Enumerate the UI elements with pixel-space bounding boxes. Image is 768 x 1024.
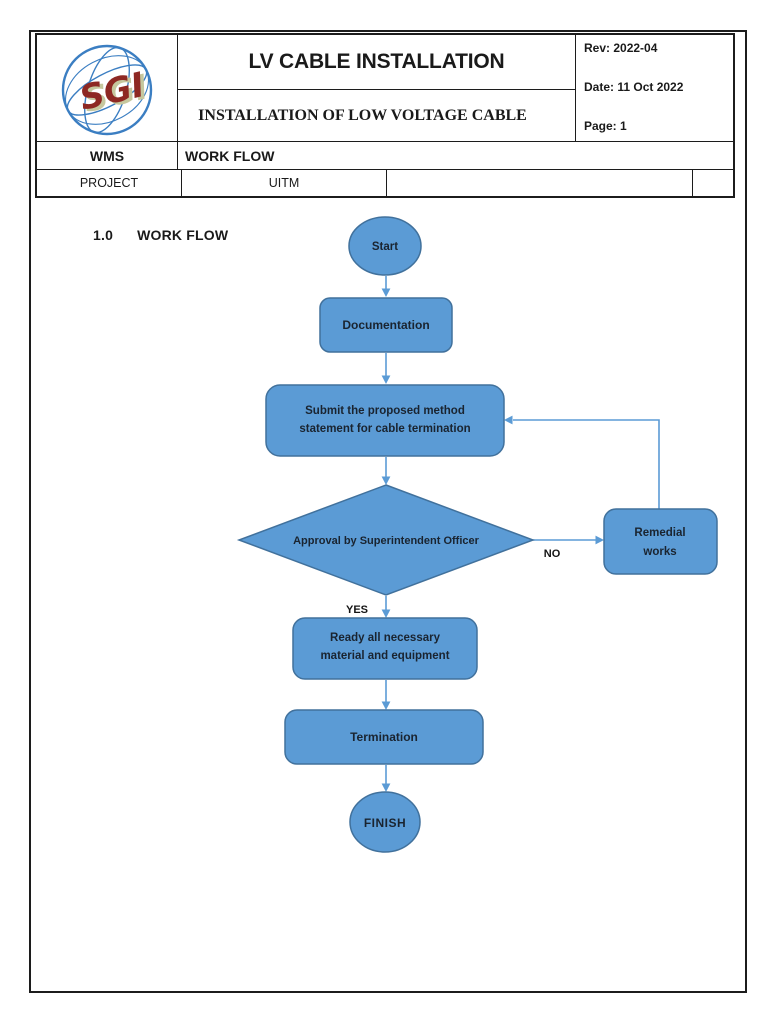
arrowhead-icon <box>381 375 391 384</box>
logo-cell: SGI SGI <box>37 35 178 141</box>
arrowhead-icon <box>381 783 391 792</box>
start-node <box>348 216 422 276</box>
no-edge-label: NO <box>544 548 561 560</box>
ready-material-node <box>292 617 478 680</box>
remedial-works-node <box>603 508 718 575</box>
project-row: PROJECT UITM <box>37 170 733 196</box>
header-top-row: SGI SGI LV CABLE INSTALLATION INSTALLATI… <box>37 35 733 142</box>
remedial-label-line2: works <box>642 546 676 558</box>
project-label: PROJECT <box>37 170 182 196</box>
globe-circle-icon <box>61 44 153 136</box>
globe-arc-icon <box>64 55 150 125</box>
section-title: WORK FLOW <box>137 227 229 243</box>
finish-label: FINISH <box>364 816 406 830</box>
approval-decision-label: Approval by Superintendent Officer <box>293 535 480 547</box>
header-table: SGI SGI LV CABLE INSTALLATION INSTALLATI… <box>35 33 735 198</box>
ready-label-line2: material and equipment <box>320 650 449 662</box>
sgi-globe-logo: SGI SGI <box>61 44 153 136</box>
submit-method-node <box>265 384 505 457</box>
arrowhead-icon <box>381 609 391 618</box>
revision-cell: Rev: 2022-04 Date: 11 Oct 2022 Page: 1 <box>575 35 733 141</box>
wms-row: WMS WORK FLOW <box>37 142 733 170</box>
title-column: LV CABLE INSTALLATION INSTALLATION OF LO… <box>178 35 575 141</box>
date-value: Date: 11 Oct 2022 <box>584 80 684 94</box>
section-number: 1.0 <box>93 227 114 243</box>
documentation-label: Documentation <box>342 318 429 332</box>
termination-label: Termination <box>350 730 418 744</box>
arrowhead-icon <box>504 415 513 425</box>
submit-label-line1: Submit the proposed method <box>305 405 465 417</box>
arrowhead-icon <box>381 288 391 297</box>
project-empty-cell <box>387 170 693 196</box>
doc-type-value: WORK FLOW <box>185 147 275 164</box>
remedial-label-line1: Remedial <box>634 527 685 539</box>
page-value: Page: 1 <box>584 119 627 133</box>
connector-remedial-submit-loop <box>513 419 660 509</box>
yes-edge-label: YES <box>346 604 368 616</box>
termination-node <box>284 709 484 765</box>
section-heading: 1.0 WORK FLOW <box>93 227 228 243</box>
start-label: Start <box>372 241 398 253</box>
project-value: UITM <box>182 170 387 196</box>
documentation-node <box>319 297 453 353</box>
arrowhead-icon <box>595 535 604 545</box>
approval-decision-node <box>236 484 536 596</box>
doc-type-label: WMS <box>37 142 178 169</box>
submit-label-line2: statement for cable termination <box>299 423 470 435</box>
finish-node <box>349 791 421 853</box>
document-title: LV CABLE INSTALLATION <box>178 35 575 90</box>
document-subtitle: INSTALLATION OF LOW VOLTAGE CABLE <box>198 106 527 124</box>
arrowhead-icon <box>381 701 391 710</box>
rev-value: Rev: 2022-04 <box>584 41 658 55</box>
arrowhead-icon <box>381 476 391 485</box>
ready-label-line1: Ready all necessary <box>330 632 441 644</box>
globe-arc-icon <box>84 46 130 134</box>
